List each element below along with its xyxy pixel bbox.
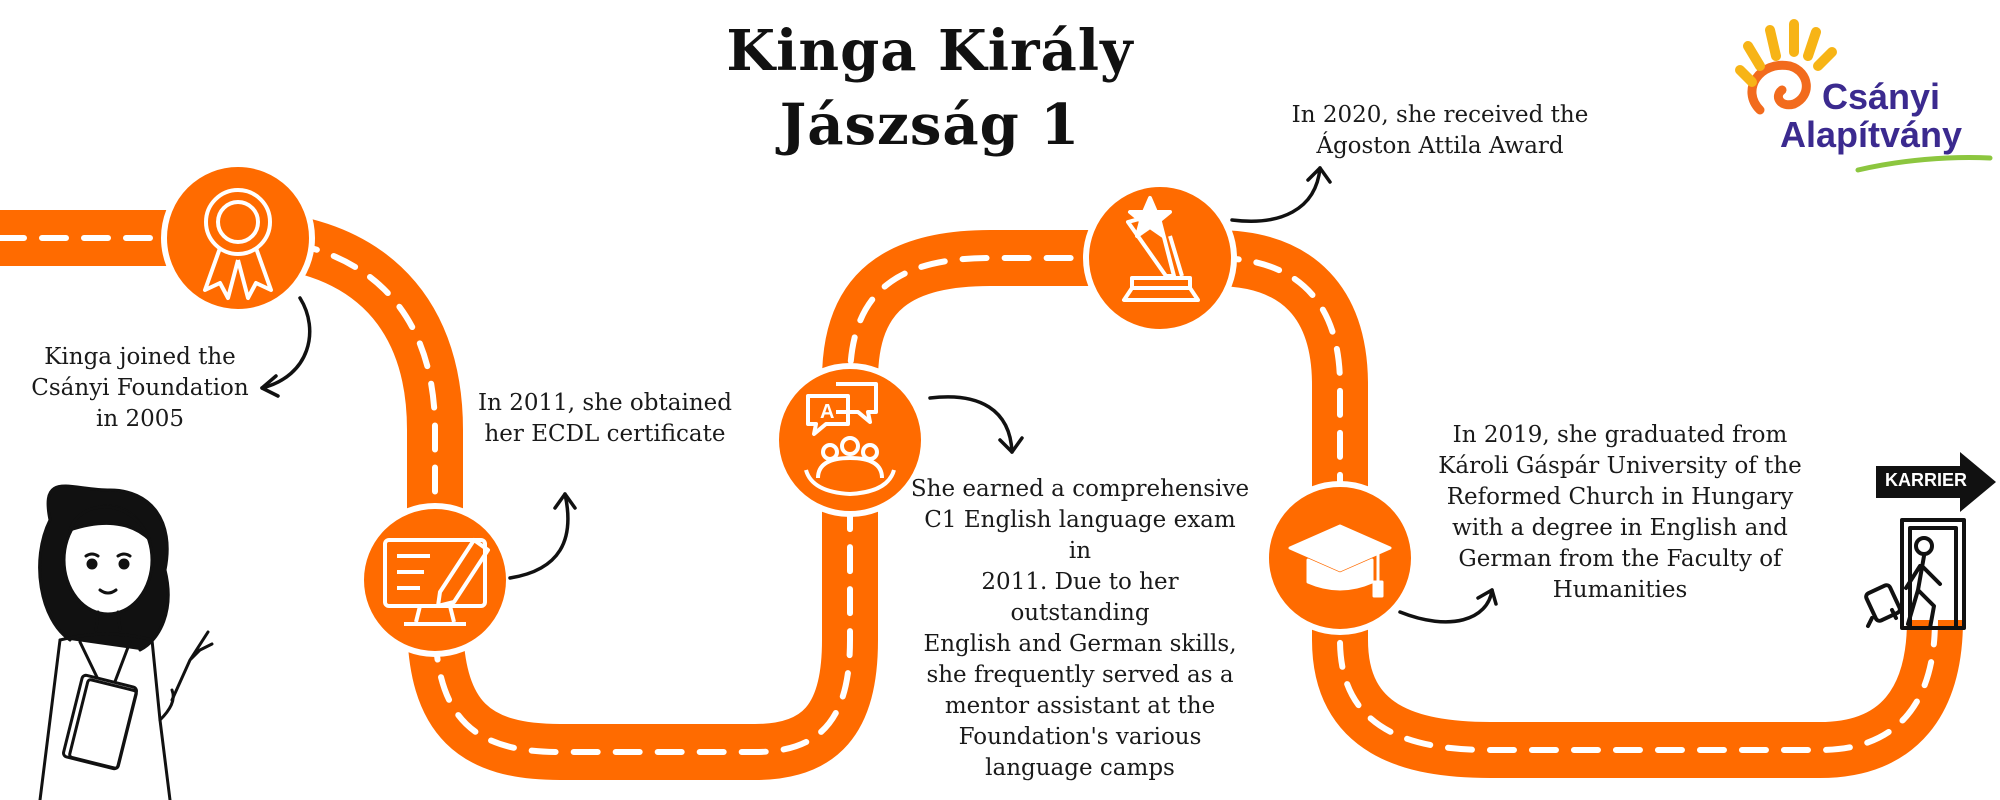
milestone-1 bbox=[161, 161, 315, 315]
arrow-4 bbox=[1230, 166, 1322, 223]
arrow-5 bbox=[1398, 588, 1494, 624]
woman-holding-book-icon bbox=[38, 484, 214, 800]
milestone-2 bbox=[358, 503, 512, 657]
milestone-5 bbox=[1263, 481, 1417, 635]
step-3-text: She earned a comprehensive C1 English la… bbox=[910, 476, 1250, 781]
computer-certificate-icon bbox=[383, 538, 490, 626]
step-1-text: Kinga joined the Csányi Foundation in 20… bbox=[31, 344, 249, 432]
step-5-text: In 2019, she graduated from Károli Gáspá… bbox=[1438, 422, 1802, 603]
trophy-icon bbox=[1122, 196, 1200, 302]
page-title-cohort: Jászság 1 bbox=[779, 92, 1081, 158]
karrier-arrow-sign bbox=[1876, 452, 1996, 512]
arrow-1 bbox=[260, 296, 312, 390]
connector-arrows bbox=[260, 166, 1498, 624]
road-center-dashes bbox=[0, 235, 1938, 755]
step-2-text: In 2011, she obtained her ECDL certifica… bbox=[478, 390, 732, 447]
graduation-cap-icon bbox=[1288, 524, 1392, 598]
arrow-3 bbox=[928, 395, 1014, 454]
exit-door-traveler-icon bbox=[1864, 518, 1966, 630]
karrier-label: KARRIER bbox=[1885, 470, 1968, 490]
csanyi-logo-icon bbox=[1735, 19, 1993, 173]
arrow-2 bbox=[508, 492, 570, 580]
language-translation-icon: A bbox=[804, 382, 896, 496]
svg-text:A: A bbox=[820, 401, 834, 423]
logo-text-alapitvany: Alapítvány bbox=[1780, 114, 1963, 155]
step-4-text: In 2020, she received the Ágoston Attila… bbox=[1291, 102, 1589, 159]
milestone-3: A bbox=[773, 363, 927, 517]
page-title-name: Kinga Király bbox=[726, 18, 1134, 84]
logo-text-csanyi: Csányi bbox=[1822, 76, 1941, 117]
milestone-4 bbox=[1083, 181, 1237, 335]
award-ribbon-icon bbox=[203, 188, 273, 300]
